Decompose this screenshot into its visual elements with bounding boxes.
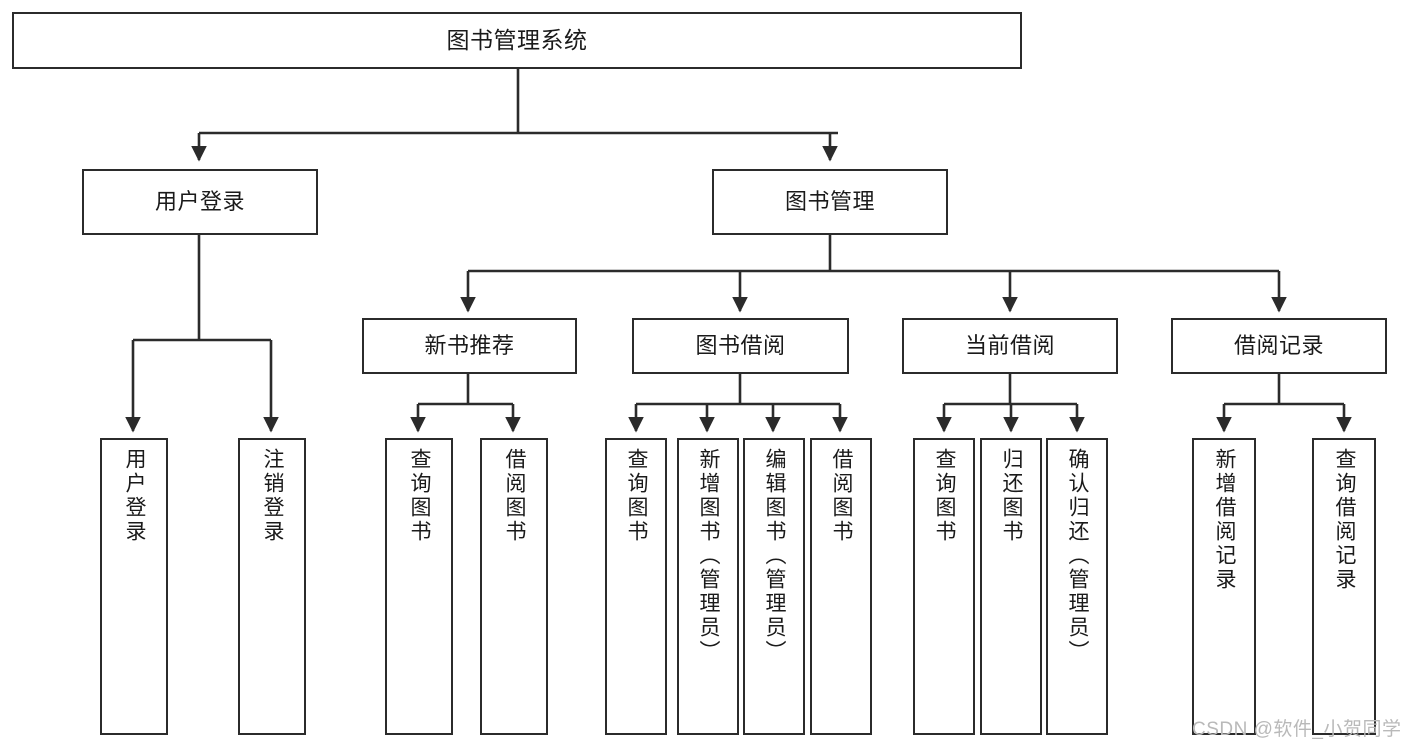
leaf-record-query-label: 查询借阅记录 <box>1333 448 1357 592</box>
leaf-logout-label: 注销登录 <box>261 448 285 544</box>
leaf-logout[interactable]: 注销登录 <box>238 438 306 735</box>
leaf-recommend-query-book[interactable]: 查询图书 <box>385 438 453 735</box>
node-user-login[interactable]: 用户登录 <box>82 169 318 235</box>
leaf-borrow-edit-book-label: 编辑图书（管理员） <box>763 448 787 664</box>
leaf-recommend-borrow-book[interactable]: 借阅图书 <box>480 438 548 735</box>
node-root[interactable]: 图书管理系统 <box>12 12 1022 69</box>
node-current-borrow[interactable]: 当前借阅 <box>902 318 1118 374</box>
leaf-user-login-label: 用户登录 <box>123 448 147 544</box>
node-new-book-recommend-label: 新书推荐 <box>424 333 515 359</box>
leaf-borrow-query-book[interactable]: 查询图书 <box>605 438 667 735</box>
node-borrow-record-label: 借阅记录 <box>1233 333 1324 359</box>
node-book-borrow-label: 图书借阅 <box>695 333 786 359</box>
csdn-watermark: CSDN @软件_小贺同学 <box>1192 719 1402 740</box>
leaf-current-query-book[interactable]: 查询图书 <box>913 438 975 735</box>
leaf-recommend-query-book-label: 查询图书 <box>408 448 432 544</box>
leaf-borrow-borrow-book[interactable]: 借阅图书 <box>810 438 872 735</box>
leaf-current-return-book[interactable]: 归还图书 <box>980 438 1042 735</box>
leaf-borrow-add-book-label: 新增图书（管理员） <box>697 448 721 664</box>
leaf-borrow-query-book-label: 查询图书 <box>625 448 649 544</box>
node-borrow-record[interactable]: 借阅记录 <box>1171 318 1387 374</box>
leaf-recommend-borrow-book-label: 借阅图书 <box>503 448 527 544</box>
node-new-book-recommend[interactable]: 新书推荐 <box>362 318 577 374</box>
leaf-borrow-add-book[interactable]: 新增图书（管理员） <box>677 438 739 735</box>
node-book-management-label: 图书管理 <box>784 189 875 215</box>
leaf-current-confirm-return[interactable]: 确认归还（管理员） <box>1046 438 1108 735</box>
node-root-label: 图书管理系统 <box>446 26 588 53</box>
leaf-borrow-borrow-book-label: 借阅图书 <box>830 448 854 544</box>
leaf-user-login[interactable]: 用户登录 <box>100 438 168 735</box>
node-user-login-label: 用户登录 <box>154 189 245 215</box>
leaf-current-confirm-return-label: 确认归还（管理员） <box>1066 448 1090 664</box>
node-current-borrow-label: 当前借阅 <box>964 333 1055 359</box>
leaf-borrow-edit-book[interactable]: 编辑图书（管理员） <box>743 438 805 735</box>
leaf-current-query-book-label: 查询图书 <box>933 448 957 544</box>
leaf-current-return-book-label: 归还图书 <box>1000 448 1024 544</box>
leaf-record-query[interactable]: 查询借阅记录 <box>1312 438 1376 735</box>
leaf-record-add[interactable]: 新增借阅记录 <box>1192 438 1256 735</box>
leaf-record-add-label: 新增借阅记录 <box>1213 448 1237 592</box>
node-book-borrow[interactable]: 图书借阅 <box>632 318 849 374</box>
node-book-management[interactable]: 图书管理 <box>712 169 948 235</box>
